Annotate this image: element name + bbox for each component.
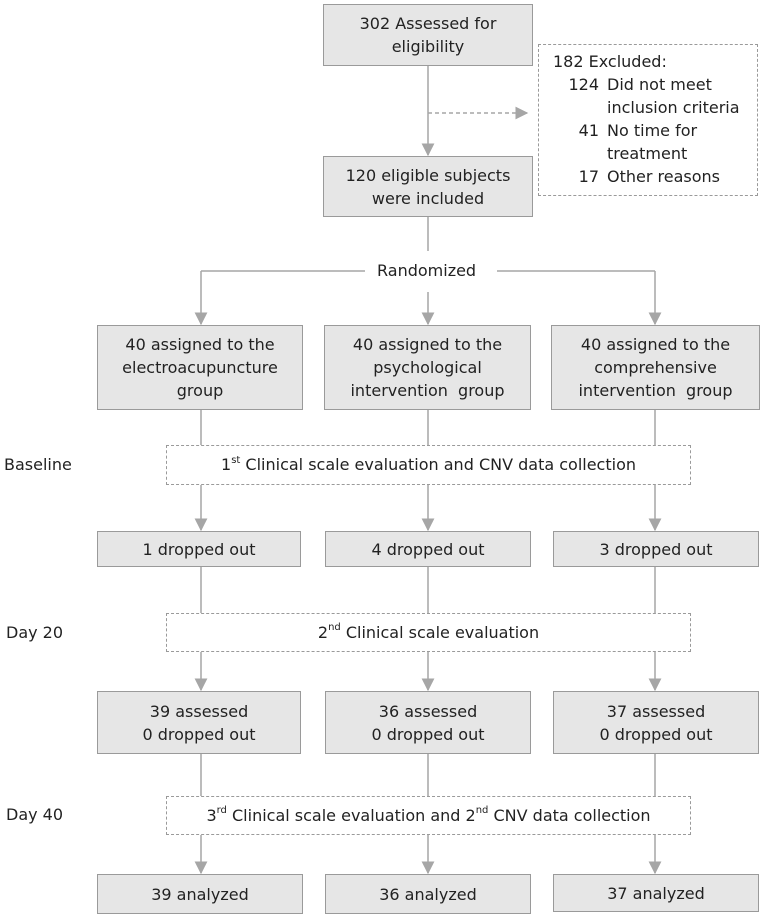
group-2-analyzed-box: 36 analyzed [325,874,531,914]
assessed-text: 39 assessed [149,701,249,721]
eval-ordinal-suffix: nd [328,622,341,634]
group-3-dropped-box: 3 dropped out [553,531,759,567]
excluded-item-count: 17 [578,167,599,186]
group-1-assessed-box: 39 assessed 0 dropped out [97,691,301,754]
randomized-label: Randomized [371,260,483,282]
assigned-line: comprehensive [594,358,717,377]
assigned-line: 40 assigned to the [125,335,275,354]
eval-ordinal-suffix: nd [475,805,489,817]
timepoint-day20: Day 20 [6,623,64,642]
eval-ordinal: 1 [221,455,232,474]
assigned-line: electroacupuncture [122,358,278,377]
analyzed-text: 36 analyzed [379,884,477,904]
assigned-line: group [176,381,224,400]
group-2-assessed-box: 36 assessed 0 dropped out [325,691,531,754]
group-3-assigned-box: 40 assigned to the comprehensive interve… [551,325,760,410]
excluded-item: 124 Did not meet inclusion criteria [553,73,749,119]
eligible-included-box: 120 eligible subjects were included [323,156,533,217]
excluded-item: 17 Other reasons [553,165,749,188]
excluded-item-text: No time for [607,121,698,140]
eval-text: Clinical scale evaluation [340,622,540,642]
timepoint-baseline: Baseline [4,455,72,474]
excluded-item-text: Did not meet [607,75,712,94]
assessed-text: 0 dropped out [599,724,713,744]
assessed-text: 36 assessed [378,701,478,721]
assessed-text: 37 assessed [606,701,706,721]
group-3-analyzed-box: 37 analyzed [553,874,759,912]
analyzed-text: 37 analyzed [607,883,705,903]
assessed-text: 0 dropped out [142,724,256,744]
excluded-item-text: treatment [607,144,688,163]
assigned-line: 40 assigned to the [352,335,503,354]
included-line-2: were included [371,188,485,208]
eval-text: Clinical scale evaluation and 2 [226,805,476,825]
group-1-assigned-box: 40 assigned to the electroacupuncture gr… [97,325,303,410]
baseline-evaluation-box: 1st Clinical scale evaluation and CNV da… [166,445,691,485]
day20-evaluation-box: 2nd Clinical scale evaluation [166,613,691,652]
eval-text: CNV data collection [488,805,651,825]
dropped-text: 3 dropped out [599,539,713,559]
assigned-line: 40 assigned to the [580,335,731,354]
excluded-box: 182 Excluded: 124 Did not meet inclusion… [538,44,758,196]
excluded-item-count: 41 [578,121,599,140]
eval-ordinal-suffix: st [231,454,241,466]
excluded-item-text: Other reasons [607,167,720,186]
assessed-for-eligibility-box: 302 Assessed for eligibility [323,4,533,66]
assigned-line: psychological [373,358,482,377]
included-line-1: 120 eligible subjects [345,165,511,185]
group-2-assigned-box: 40 assigned to the psychological interve… [324,325,531,410]
eval-text: Clinical scale evaluation and CNV data c… [240,455,636,474]
assessed-line-2: eligibility [391,37,465,56]
group-1-dropped-box: 1 dropped out [97,531,301,567]
assessed-line-1: 302 Assessed for [359,14,497,33]
assessed-text: 0 dropped out [371,724,485,744]
eval-ordinal: 2 [317,622,329,642]
assigned-line: intervention group [578,381,733,400]
excluded-title: 182 Excluded: [553,52,667,71]
dropped-text: 1 dropped out [142,539,256,559]
group-3-assessed-box: 37 assessed 0 dropped out [553,691,759,754]
excluded-item: 41 No time for treatment [553,119,749,165]
dropped-text: 4 dropped out [371,539,485,559]
assigned-line: intervention group [350,381,505,400]
eval-ordinal: 3 [206,805,217,825]
analyzed-text: 39 analyzed [151,884,249,904]
eval-ordinal-suffix: rd [216,805,227,817]
group-2-dropped-box: 4 dropped out [325,531,531,567]
group-1-analyzed-box: 39 analyzed [97,874,303,914]
timepoint-day40: Day 40 [6,805,64,824]
excluded-item-count: 124 [568,75,599,94]
day40-evaluation-box: 3rd Clinical scale evaluation and 2nd CN… [166,796,691,835]
excluded-item-text: inclusion criteria [607,98,740,117]
